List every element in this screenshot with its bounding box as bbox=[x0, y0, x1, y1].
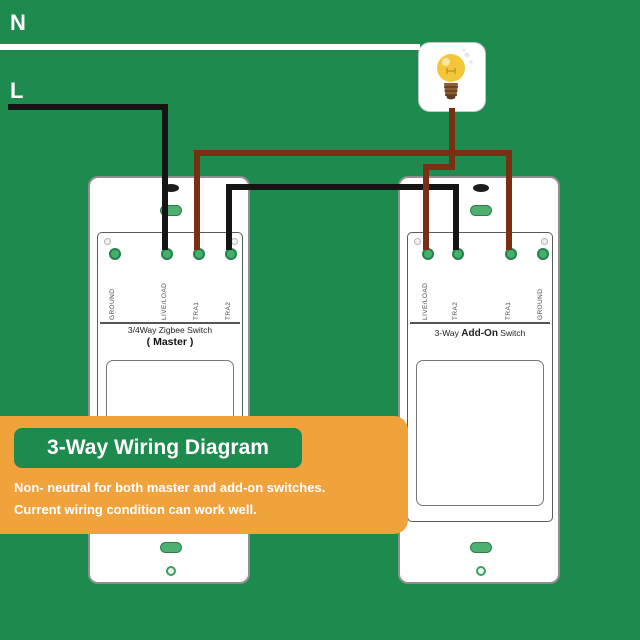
addon-terminal-label-tra1: TRA1 bbox=[505, 301, 512, 320]
banner-title: 3-Way Wiring Diagram bbox=[47, 436, 269, 459]
module-divider bbox=[100, 322, 240, 324]
corner-screw-icon bbox=[104, 238, 111, 245]
tra1-wire-horizontal bbox=[194, 150, 512, 156]
addon-terminal-label-tra2: TRA2 bbox=[452, 301, 459, 320]
addon-switch-paddle bbox=[416, 360, 544, 506]
master-terminal-label-live-load: LIVE/LOAD bbox=[161, 282, 168, 320]
live-wire-horizontal bbox=[8, 104, 168, 110]
lamp-wire-from-bulb bbox=[449, 108, 455, 170]
neutral-wire bbox=[0, 44, 420, 50]
banner-line2: Current wiring condition can work well. bbox=[14, 502, 257, 517]
module-divider bbox=[410, 322, 550, 324]
tra2-wire-right bbox=[453, 184, 459, 250]
addon-title-bold: Add-On bbox=[461, 328, 498, 339]
banner-title-chip: 3-Way Wiring Diagram bbox=[14, 428, 302, 468]
tra1-wire-right bbox=[506, 150, 512, 250]
screw-hole-icon bbox=[476, 566, 486, 576]
live-label: L bbox=[10, 78, 24, 103]
addon-switch-title: 3-Way Add-On Switch bbox=[407, 328, 553, 339]
screw-hole-icon bbox=[166, 566, 176, 576]
addon-terminal-ground bbox=[537, 248, 549, 260]
corner-screw-icon bbox=[541, 238, 548, 245]
light-bulb-icon bbox=[437, 48, 473, 100]
master-terminal-ground bbox=[109, 248, 121, 260]
lamp-wire-vertical bbox=[423, 164, 429, 250]
banner-line1: Non- neutral for both master and add-on … bbox=[14, 480, 326, 495]
screw-slot-icon bbox=[470, 205, 492, 216]
mounting-slot-icon bbox=[473, 184, 489, 192]
tra1-wire-left bbox=[194, 150, 200, 250]
master-switch-subtitle: ( Master ) bbox=[146, 336, 194, 348]
screw-slot-icon bbox=[160, 205, 182, 216]
screw-slot-icon bbox=[160, 542, 182, 553]
bulb-card bbox=[418, 42, 486, 112]
addon-terminal-label-live-load: LIVE/LOAD bbox=[422, 282, 429, 320]
tra2-wire-left bbox=[226, 184, 232, 250]
lamp-wire-horizontal bbox=[423, 164, 455, 170]
corner-screw-icon bbox=[414, 238, 421, 245]
addon-title-suffix: Switch bbox=[497, 328, 526, 338]
addon-title-prefix: 3-Way bbox=[434, 328, 462, 338]
neutral-label: N bbox=[10, 10, 26, 35]
mounting-slot-icon bbox=[163, 184, 179, 192]
master-terminal-label-ground: GROUND bbox=[109, 288, 116, 320]
master-terminal-label-tra2: TRA2 bbox=[225, 301, 232, 320]
corner-screw-icon bbox=[231, 238, 238, 245]
master-switch-title: 3/4Way Zigbee Switch bbox=[127, 325, 213, 335]
info-banner: 3-Way Wiring Diagram Non- neutral for bo… bbox=[0, 416, 408, 534]
addon-terminal-label-ground: GROUND bbox=[537, 288, 544, 320]
addon-switch-plate: LIVE/LOAD TRA2 TRA1 GROUND 3-Way Add-On … bbox=[398, 176, 560, 584]
screw-slot-icon bbox=[470, 542, 492, 553]
tra2-wire-horizontal bbox=[226, 184, 459, 190]
live-wire-vertical bbox=[162, 104, 168, 250]
master-terminal-label-tra1: TRA1 bbox=[193, 301, 200, 320]
